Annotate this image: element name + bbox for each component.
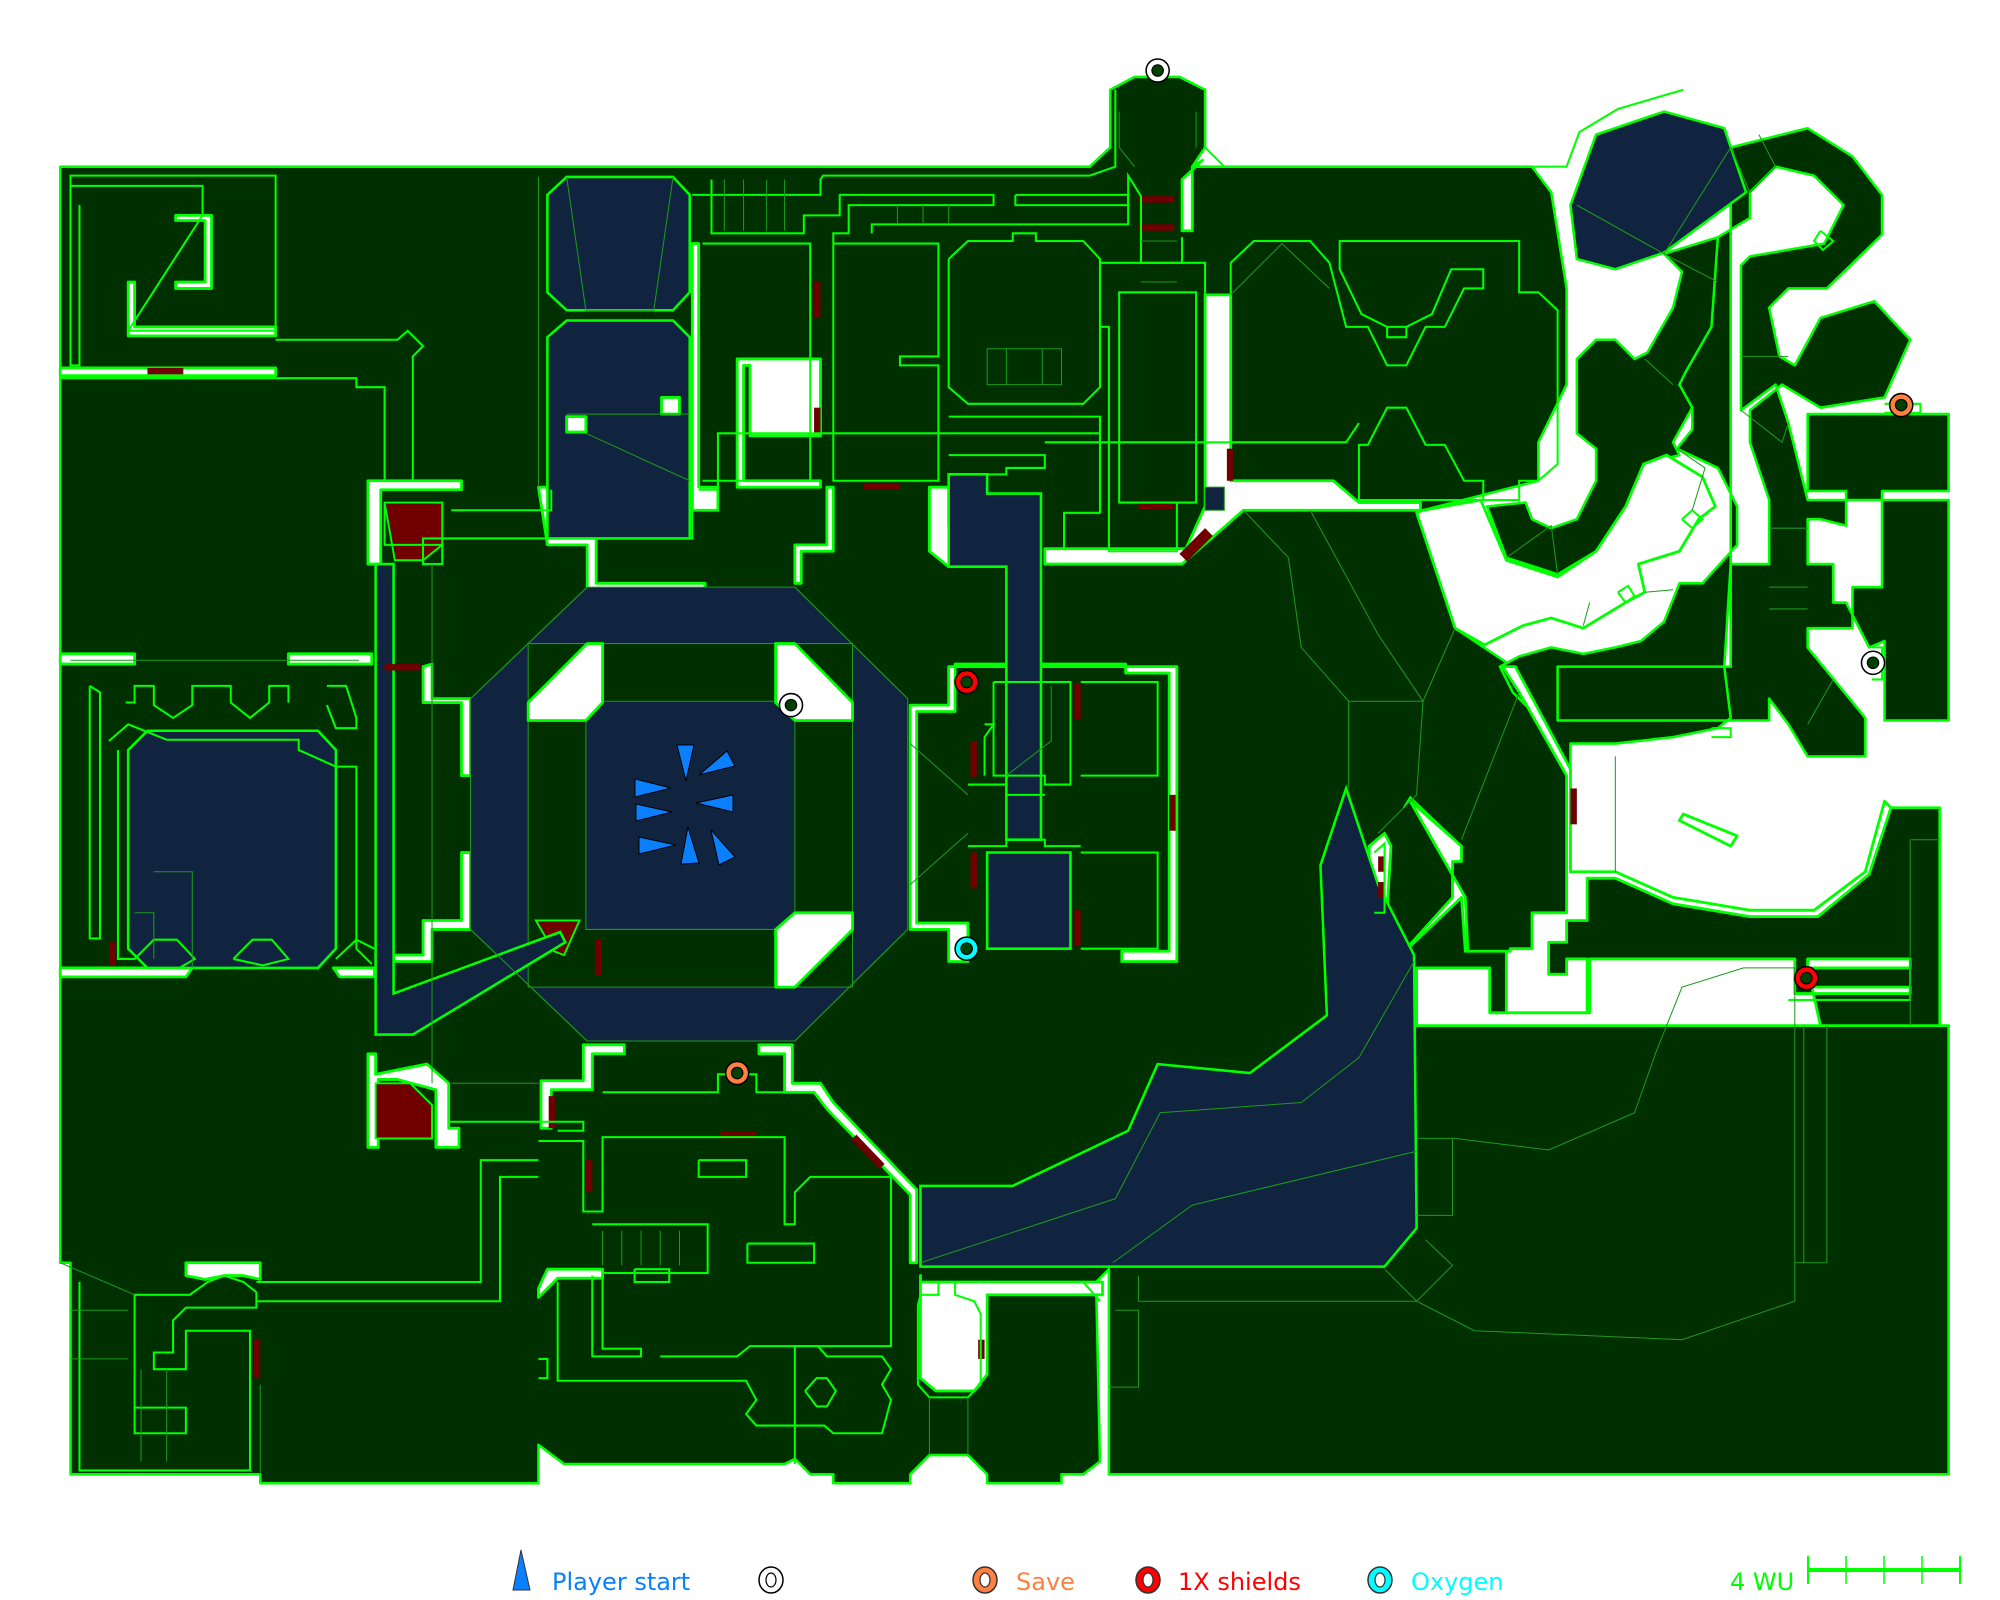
void-block	[565, 415, 588, 434]
shields-marker[interactable]	[954, 669, 979, 695]
liquid-north-room	[546, 175, 691, 312]
legend-label-save: Save	[1016, 1568, 1075, 1596]
save-marker[interactable]	[724, 1060, 750, 1086]
legend-label-shields: 1X shields	[1178, 1568, 1301, 1596]
player-start-marker[interactable]	[635, 803, 673, 822]
hazard-strip	[585, 1160, 593, 1193]
scale-bar	[1807, 1556, 1961, 1584]
void	[1415, 957, 1951, 1028]
pillar-void-nw	[526, 642, 604, 722]
liquid-northeast-lake	[1569, 110, 1748, 271]
void	[793, 485, 835, 585]
player-start-legend-icon	[512, 1549, 531, 1591]
hazard-nw	[383, 501, 444, 562]
hazard-strip	[1179, 528, 1213, 562]
void	[537, 1267, 604, 1299]
outer-boundary-line	[60, 142, 1117, 168]
player-start-marker[interactable]	[638, 836, 677, 855]
oxygen-marker[interactable]	[954, 936, 979, 961]
hazard-strip	[970, 740, 977, 777]
hazard-strip	[1138, 196, 1175, 203]
void-stripe	[58, 652, 137, 666]
void-stripe	[287, 652, 374, 666]
void-stripe	[184, 1261, 262, 1281]
generic-item-marker[interactable]	[778, 692, 804, 718]
void-block	[660, 396, 681, 416]
hazard-strip	[1226, 448, 1234, 481]
liquid-inner-pool	[585, 700, 796, 930]
oxygen-legend-icon	[1367, 1566, 1393, 1594]
hazard-strip	[1378, 856, 1385, 872]
void	[174, 213, 213, 290]
hazard-strip	[1138, 224, 1175, 231]
hazard-strip	[384, 664, 421, 671]
hazard-strip	[864, 483, 900, 490]
hazard-strip	[1074, 910, 1081, 947]
hazard-strip	[1138, 502, 1175, 509]
player-starts	[634, 744, 736, 866]
hazard-strip	[814, 407, 821, 434]
white-ring-legend-icon	[758, 1566, 784, 1594]
void	[366, 479, 463, 566]
hazard-strip	[814, 282, 821, 318]
void	[1415, 453, 1717, 647]
shields-legend-icon	[1135, 1566, 1161, 1594]
map-geometry	[58, 58, 1951, 1485]
player-start-marker[interactable]	[698, 750, 736, 776]
item-markers	[724, 58, 1914, 1086]
player-start-marker[interactable]	[695, 794, 734, 813]
player-start-marker[interactable]	[676, 744, 695, 782]
player-start-marker[interactable]	[710, 829, 736, 866]
void	[908, 662, 1179, 963]
liquid-north-strip	[1204, 486, 1225, 511]
liquid-west-pool	[126, 729, 338, 970]
player-start-marker[interactable]	[680, 826, 700, 865]
floor-main	[58, 75, 1950, 1485]
hazard-strip	[548, 1096, 556, 1129]
void	[1367, 665, 1893, 1015]
map-legend: Player start Save 1X shields Oxygen 4 WU	[512, 1549, 1961, 1596]
interior-walls	[60, 89, 1922, 1472]
scale-label: 4 WU	[1730, 1568, 1794, 1596]
shields-marker[interactable]	[1794, 965, 1819, 991]
hazard-strip	[594, 939, 602, 976]
pillar-void-se	[774, 911, 854, 989]
hazard-strip	[1169, 794, 1176, 831]
hazard-strip	[720, 1132, 757, 1139]
void	[1180, 158, 1204, 233]
hazard-strip	[253, 1339, 261, 1379]
liquid-south-river	[919, 784, 1418, 1268]
hazard-strip	[147, 367, 184, 375]
generic-item-marker[interactable]	[1145, 58, 1170, 83]
liquid-west-corridor	[374, 562, 568, 1036]
void	[757, 1043, 919, 1265]
sector-lines	[60, 111, 1940, 1475]
hazard-strip	[1570, 788, 1577, 825]
void-stripe	[331, 966, 376, 979]
hazard-strip	[851, 1134, 885, 1170]
void	[1043, 293, 1422, 566]
save-marker[interactable]	[1888, 392, 1914, 418]
void-stripe	[58, 966, 194, 979]
void	[1678, 812, 1739, 848]
hazard-strip	[1378, 882, 1385, 898]
legend-label-player-start: Player start	[552, 1568, 690, 1596]
hazard-strip	[108, 942, 116, 966]
floor-east-island	[1498, 126, 1950, 777]
outer-boundary-line	[1200, 88, 1684, 168]
void	[539, 1043, 626, 1130]
hazard-strip	[1074, 683, 1081, 720]
hazard-sw-room	[374, 1082, 433, 1140]
player-start-marker[interactable]	[634, 778, 672, 798]
save-legend-icon	[972, 1566, 998, 1594]
legend-label-oxygen: Oxygen	[1411, 1568, 1504, 1596]
generic-item-marker[interactable]	[1860, 650, 1886, 676]
hazard-strip	[970, 852, 977, 889]
liquid-east-room	[985, 851, 1072, 950]
